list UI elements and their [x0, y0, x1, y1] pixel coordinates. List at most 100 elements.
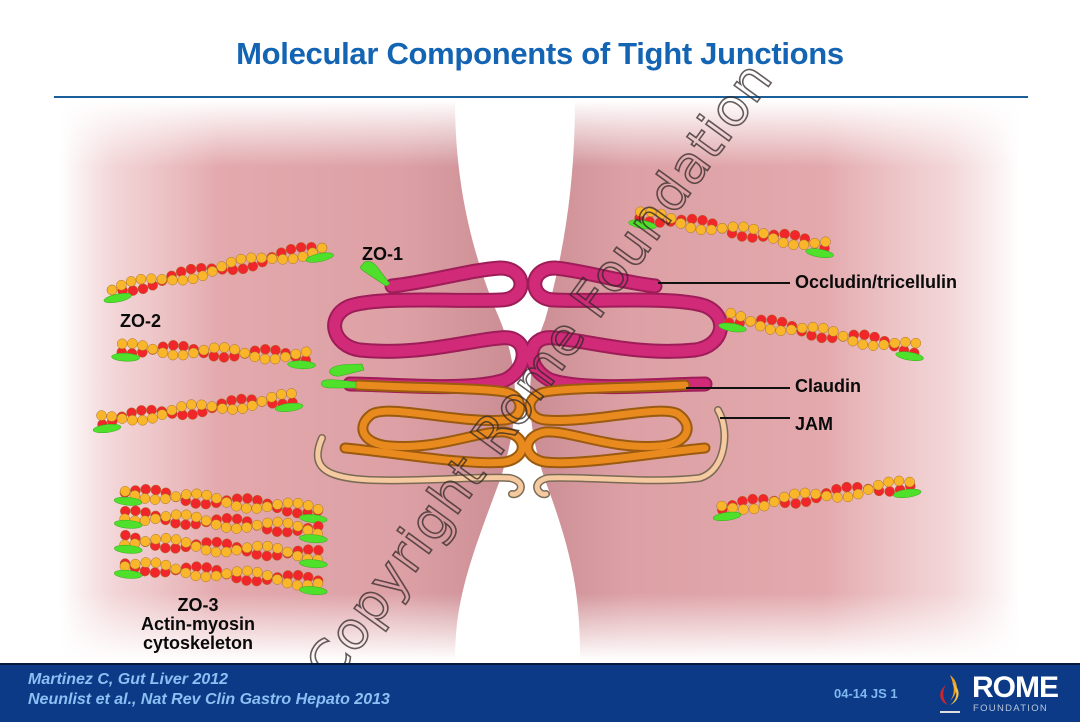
actin-bead — [292, 497, 304, 509]
actin-bead — [187, 409, 198, 420]
slide-code: 04-14 JS 1 — [834, 686, 898, 701]
actin-bead — [775, 325, 786, 336]
actin-bead — [231, 544, 242, 556]
actin-bead — [239, 347, 250, 359]
actin-bead — [820, 236, 831, 248]
actin-bead — [266, 253, 278, 264]
actin-bead — [167, 274, 178, 286]
actin-bead — [788, 239, 799, 251]
actin-bead — [180, 537, 192, 548]
actin-bead — [218, 352, 230, 363]
actin-bead — [706, 224, 717, 236]
actin-bead — [313, 544, 324, 556]
actin-bead — [302, 524, 314, 536]
actin-bead — [201, 515, 212, 526]
actin-bead — [270, 344, 281, 356]
title-divider — [54, 96, 1028, 98]
zo-protein — [299, 514, 328, 524]
actin-bead — [220, 522, 232, 533]
actin-bead — [156, 274, 168, 285]
actin-bead — [106, 411, 117, 422]
actin-bead — [883, 476, 894, 488]
actin-bead — [779, 491, 790, 503]
actin-bead — [727, 221, 739, 233]
actin-bead — [106, 284, 118, 296]
actin-bead — [799, 487, 811, 499]
actin-bead — [765, 324, 776, 335]
actin-bead — [904, 476, 915, 488]
actin-filament — [113, 557, 328, 596]
actin-bead — [312, 504, 324, 515]
actin-bead — [738, 221, 749, 233]
label-zo1: ZO-1 — [362, 244, 404, 264]
actin-bead — [96, 410, 107, 421]
flame-icon — [940, 675, 960, 713]
actin-bead — [210, 570, 222, 582]
actin-bead — [282, 517, 294, 529]
actin-bead — [227, 404, 238, 415]
actin-bead — [160, 542, 171, 554]
actin-bead — [281, 526, 293, 538]
actin-bead — [789, 488, 800, 500]
zo-proteins — [321, 260, 391, 389]
actin-bead — [186, 399, 197, 410]
actin-bead — [695, 224, 707, 236]
actin-bead — [748, 503, 760, 515]
actin-bead — [252, 566, 263, 578]
actin-bead — [146, 273, 157, 284]
actin-bead — [116, 279, 127, 291]
actin-bead — [266, 391, 277, 403]
actin-bead — [842, 491, 854, 503]
actin-bead — [277, 254, 288, 265]
actin-bead — [807, 321, 819, 333]
actin-bead — [287, 253, 299, 265]
actin-bead — [776, 316, 788, 328]
actin-bead — [900, 336, 911, 348]
actin-bead — [201, 562, 212, 573]
actin-bead — [221, 513, 233, 524]
slide-title: Molecular Components of Tight Junctions — [236, 36, 844, 71]
rome-foundation-logo: ROME FOUNDATION — [934, 671, 1074, 717]
actin-bead — [185, 263, 197, 275]
actin-bead — [167, 349, 179, 361]
actin-bead — [211, 536, 223, 548]
actin-bead — [160, 533, 172, 544]
zo-protein — [299, 534, 328, 544]
actin-bead — [655, 208, 667, 220]
zo-protein — [298, 586, 328, 596]
zo-protein — [299, 559, 328, 569]
actin-bead — [191, 488, 202, 500]
actin-bead — [292, 520, 304, 532]
actin-bead — [219, 342, 230, 353]
zo-protein — [805, 248, 834, 258]
actin-bead — [256, 252, 267, 264]
actin-bead — [863, 484, 874, 495]
actin-bead — [269, 353, 281, 365]
actin-bead — [828, 326, 839, 337]
actin-bead — [262, 570, 273, 581]
leader-lines — [658, 282, 790, 419]
zo-protein — [103, 292, 132, 304]
actin-bead — [231, 513, 243, 525]
actin-bead — [135, 273, 147, 285]
actin-bead — [786, 324, 797, 336]
actin-bead — [231, 523, 242, 534]
zo-protein — [274, 402, 304, 412]
claudin-strands — [339, 379, 711, 469]
actin-bead — [796, 322, 808, 334]
actin-bead — [256, 396, 268, 407]
actin-bead — [777, 237, 789, 248]
zo-protein — [92, 423, 122, 434]
actin-bead — [758, 228, 769, 239]
actin-bead — [282, 546, 293, 558]
jam-strands — [313, 406, 729, 499]
zo-protein — [712, 511, 742, 521]
actin-bead — [245, 252, 257, 264]
actin-bead — [139, 515, 151, 526]
actin-bead — [190, 570, 201, 582]
zo-protein — [113, 496, 143, 506]
actin-bead — [201, 489, 212, 501]
actin-bead — [180, 489, 192, 500]
actin-bead — [241, 503, 252, 514]
actin-bead — [177, 274, 189, 286]
